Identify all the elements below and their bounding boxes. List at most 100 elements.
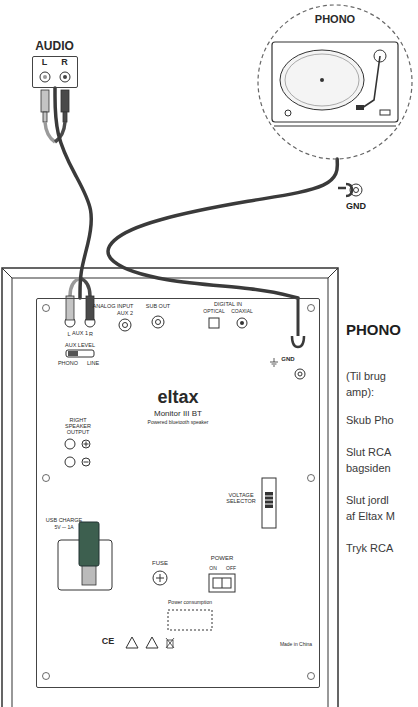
- platter: [280, 50, 364, 110]
- channel-label: L: [42, 58, 48, 68]
- speaker-terminal: [65, 457, 75, 467]
- screw: [308, 673, 315, 680]
- headshell: [356, 105, 364, 110]
- ground-symbol: [270, 358, 278, 366]
- screw: [43, 475, 50, 482]
- panel-label: Powered bluetooth speaker: [148, 420, 209, 426]
- sub-out-jack: [152, 316, 164, 328]
- ground-jack-core: [354, 188, 359, 193]
- ground-wire: [297, 298, 300, 336]
- power-rocker: [213, 578, 231, 588]
- minus-symbol: [82, 458, 90, 466]
- warning-triangle: [126, 637, 138, 648]
- selector-slide: [265, 492, 273, 508]
- aux2-jack: [119, 319, 131, 331]
- weee-bin: [166, 638, 174, 648]
- screw: [43, 673, 50, 680]
- tonearm: [362, 56, 380, 108]
- panel-label: ON: [209, 566, 217, 572]
- speaker-back-panel: ANALOG INPUTAUX 1AUX 2SUB OUTDIGITAL INO…: [36, 298, 320, 688]
- turntable-callout: PHONO: [257, 4, 413, 160]
- spade-connector: [292, 336, 304, 347]
- plus-symbol: [82, 440, 90, 448]
- rating-box: [168, 610, 212, 630]
- platter-mat: [285, 54, 359, 106]
- aux-level-switch: [66, 350, 94, 357]
- plus-sign: [84, 442, 89, 447]
- device-label: PHONO: [315, 13, 355, 25]
- terminal-core: [298, 372, 302, 376]
- turntable-plinth: [272, 42, 398, 122]
- audio-output-box: AUDIOLR: [32, 56, 78, 88]
- dashed-callout-circle: [257, 4, 413, 160]
- rca-plug-left: [41, 90, 49, 112]
- jack-core: [156, 320, 161, 325]
- rca-plug-right: [61, 90, 69, 112]
- panel-label: AUX LEVEL: [65, 342, 95, 348]
- panel-label: R: [89, 331, 93, 337]
- instruction-text: Slut RCA: [346, 446, 391, 458]
- rca-jack-core: [63, 75, 67, 79]
- ground-wire: [108, 159, 337, 298]
- channel-label: R: [61, 58, 68, 68]
- fuse-holder: [153, 571, 167, 585]
- terminal-label: GND: [346, 202, 366, 212]
- ce-mark: CE: [102, 637, 115, 647]
- jack-core: [240, 321, 244, 325]
- screw: [43, 305, 50, 312]
- bevel-line: [328, 268, 338, 278]
- optical-port: [209, 318, 219, 328]
- panel-label: GND: [281, 356, 294, 363]
- coaxial-jack: [237, 318, 247, 328]
- fuse-slot: [156, 574, 164, 582]
- instruction-text: Slut jordl: [346, 494, 389, 506]
- panel-label: AUX 2: [117, 310, 133, 316]
- bevel-line: [2, 268, 12, 278]
- jack-core: [123, 323, 128, 328]
- instruction-text: amp):: [346, 386, 374, 398]
- rca-jack-core: [43, 75, 47, 79]
- dashed-callout-circle: [258, 5, 412, 159]
- panel-label: VOLTAGE SELECTOR: [224, 492, 258, 504]
- panel-label: L: [67, 331, 70, 337]
- plinth-edge: [274, 126, 396, 127]
- panel-label: PHONO: [58, 360, 78, 366]
- panel-label: USB CHARGE: [46, 517, 82, 523]
- plug-neck: [43, 112, 47, 122]
- panel-label: LINE: [87, 360, 99, 366]
- panel-label: ANALOG INPUT: [93, 303, 134, 309]
- rca-jack: [60, 72, 70, 82]
- usb-stick: [79, 522, 99, 566]
- switch-knob: [68, 351, 78, 356]
- jack-heading: AUDIO: [35, 40, 74, 53]
- panel-label: DIGITAL IN: [214, 301, 242, 307]
- screws: [43, 305, 315, 680]
- cable-left: [45, 122, 55, 142]
- speaker-terminal: [65, 439, 75, 449]
- panel-label: AUX 1: [72, 330, 88, 336]
- brand-logo: eltax: [157, 388, 198, 408]
- minus-sign: [84, 462, 89, 463]
- rocker-line: [222, 578, 223, 588]
- instruction-text: Skub Pho: [346, 414, 394, 426]
- slide-grip: [265, 496, 273, 504]
- speaker-cabinet: [2, 268, 338, 707]
- rca-plug-left: [66, 296, 74, 320]
- voltage-selector: [262, 478, 276, 528]
- panel-label: RIGHT SPEAKER OUTPUT: [56, 417, 100, 435]
- panel-label: FUSE: [152, 560, 168, 567]
- ground-terminal: [295, 369, 305, 379]
- screw: [308, 305, 315, 312]
- rca-jack: [40, 72, 50, 82]
- panel-label: COAXIAL: [231, 309, 253, 315]
- panel-label: Power consumption: [168, 600, 212, 606]
- instruction-text: af Eltax M: [346, 510, 395, 522]
- instruction-text: (Til brug: [346, 370, 386, 382]
- power-switch: [209, 574, 235, 592]
- pitch-slider: [380, 110, 390, 115]
- section-heading: PHONO: [346, 322, 401, 339]
- turntable-knob: [285, 110, 291, 116]
- instruction-text: bagsiden: [346, 462, 391, 474]
- panel-label: OPTICAL: [203, 309, 224, 315]
- panel-label: Made in China: [280, 642, 312, 648]
